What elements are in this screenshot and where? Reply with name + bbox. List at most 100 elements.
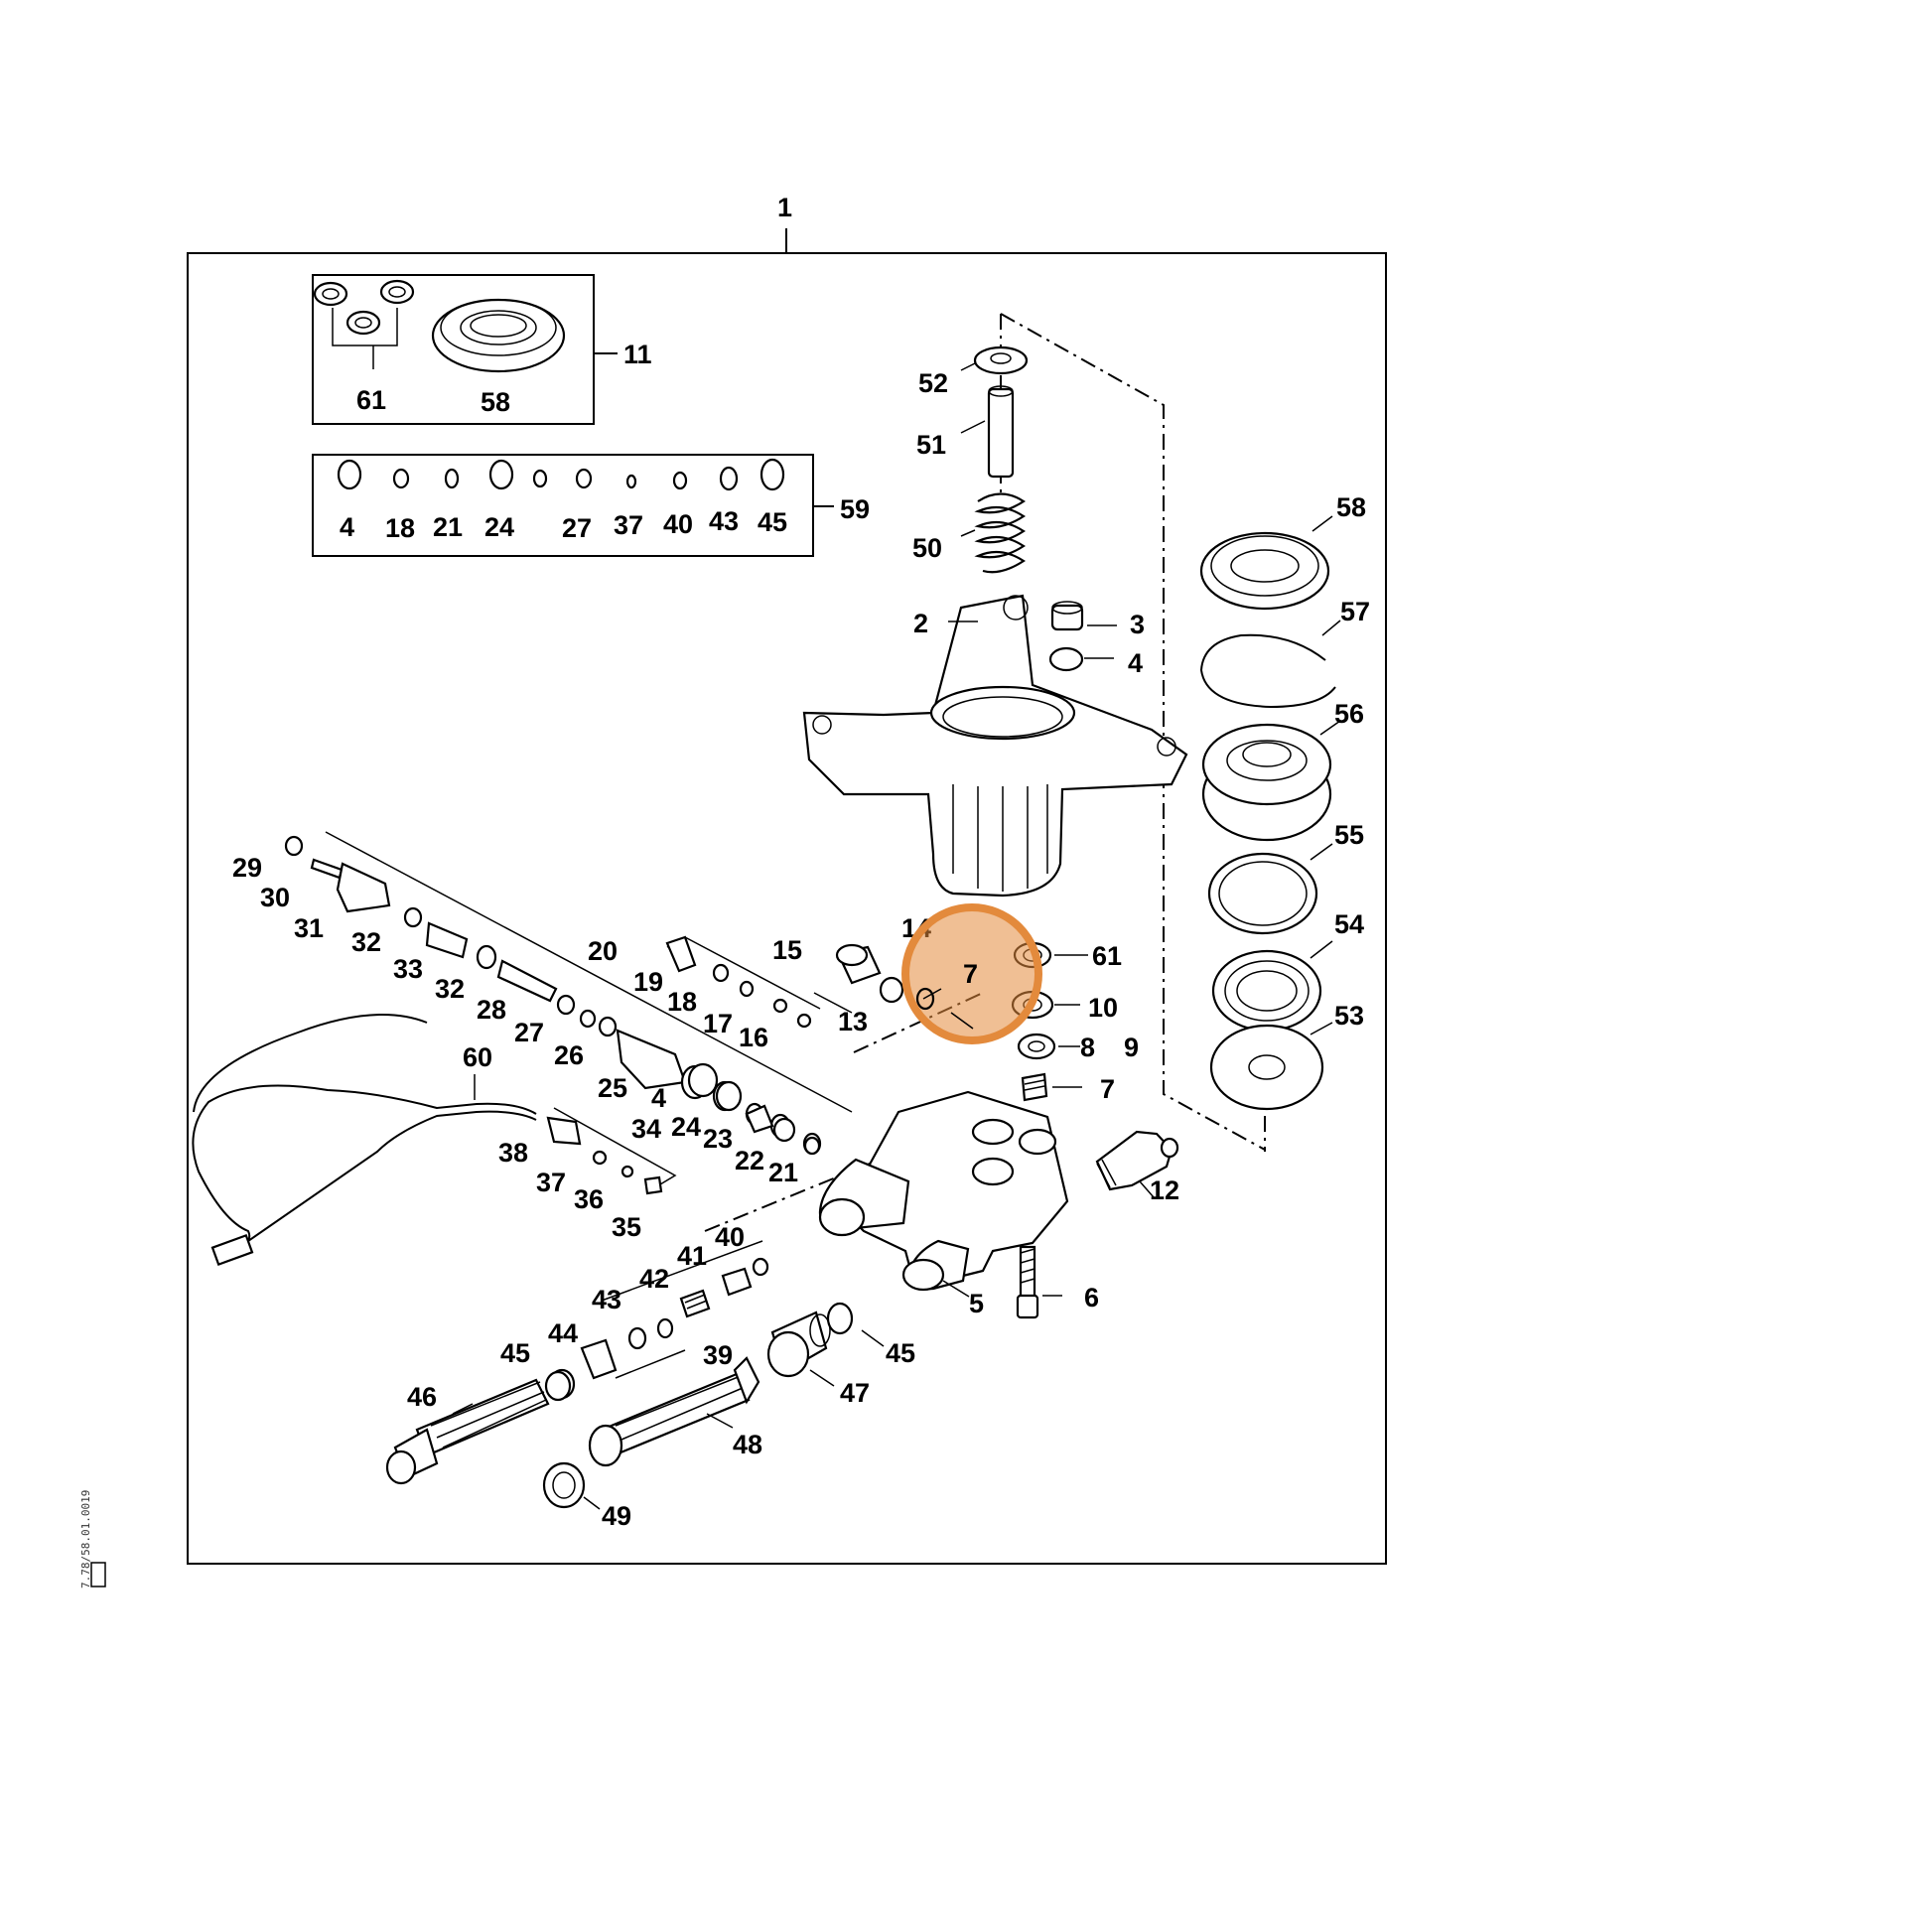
- label-28: 28: [477, 995, 506, 1025]
- pin-icon: [987, 385, 1015, 479]
- side-code: 7.78/58.01.0019: [79, 1490, 92, 1588]
- label-18: 18: [667, 987, 697, 1017]
- seal-ring-icon: [542, 1461, 586, 1509]
- label-24: 24: [671, 1112, 701, 1142]
- label-6: 6: [1084, 1283, 1099, 1312]
- kit-label-40: 40: [663, 509, 693, 539]
- kit-label-24: 24: [484, 512, 514, 542]
- unloader-parts-icon: [284, 835, 822, 1156]
- label-42: 42: [639, 1264, 669, 1294]
- label-60: 60: [463, 1042, 492, 1072]
- label-33: 33: [393, 954, 423, 984]
- elbow-fitting-icon: [1095, 1130, 1179, 1191]
- label-19: 19: [633, 967, 663, 997]
- valve-parts-icon: [687, 1062, 821, 1156]
- bolt-icon: [1016, 1245, 1039, 1319]
- label-61: 61: [356, 385, 386, 415]
- label-34: 34: [631, 1114, 661, 1144]
- label-40: 40: [715, 1222, 745, 1252]
- thrust-bearing-icon: [1211, 949, 1322, 1033]
- washer-icon: [1207, 852, 1318, 935]
- label-9: 9: [1124, 1033, 1139, 1062]
- seal-icon: [313, 279, 415, 336]
- label-32: 32: [351, 927, 381, 957]
- label-5: 5: [969, 1289, 984, 1318]
- hose-icon: [192, 1014, 537, 1267]
- injector-parts-icon: [546, 1116, 663, 1195]
- o-ring-icon: [1048, 646, 1084, 672]
- large-seal-icon: [431, 298, 566, 373]
- label-17: 17: [703, 1009, 733, 1038]
- label-15: 15: [772, 935, 802, 965]
- label-2: 2: [913, 609, 928, 638]
- label-56: 56: [1334, 699, 1364, 729]
- kit-label-37: 37: [614, 510, 643, 540]
- kit-label-21: 21: [433, 512, 463, 542]
- plug-icon: [1050, 601, 1084, 631]
- label-52: 52: [918, 368, 948, 398]
- plunger-icon: [588, 1356, 760, 1467]
- label-45: 45: [500, 1338, 530, 1368]
- kit-box-11: [312, 274, 595, 425]
- kit-label-45: 45: [758, 507, 787, 537]
- label-43: 43: [592, 1285, 621, 1314]
- label-59: 59: [840, 494, 870, 524]
- label-39: 39: [703, 1340, 733, 1370]
- label-55: 55: [1334, 820, 1364, 850]
- label-31: 31: [294, 913, 324, 943]
- label-36: 36: [574, 1184, 604, 1214]
- label-54: 54: [1334, 909, 1364, 939]
- label-38: 38: [498, 1138, 528, 1168]
- label-48: 48: [733, 1430, 762, 1459]
- label-44: 44: [548, 1318, 578, 1348]
- label-8: 8: [1080, 1033, 1095, 1062]
- label-41: 41: [677, 1241, 707, 1271]
- pump-head-icon: [818, 1090, 1069, 1292]
- label-29: 29: [232, 853, 262, 883]
- label-10: 10: [1088, 993, 1118, 1023]
- kit-label-18: 18: [385, 513, 415, 543]
- label-20: 20: [588, 936, 618, 966]
- label-30: 30: [260, 883, 290, 912]
- label-61-mid: 61: [1092, 941, 1122, 971]
- label-3: 3: [1130, 610, 1145, 639]
- crankcase-housing-icon: [802, 594, 1188, 897]
- highlight-marker[interactable]: 7: [901, 903, 1042, 1044]
- check-valve-icon: [835, 943, 904, 1004]
- label-37: 37: [536, 1168, 566, 1197]
- assembly-label: 1: [777, 193, 792, 222]
- snap-ring-icon: [1199, 633, 1336, 709]
- spring-icon: [974, 492, 1027, 574]
- label-25: 25: [598, 1073, 627, 1103]
- valve-spring-icon: [1021, 1072, 1048, 1102]
- label-53: 53: [1334, 1001, 1364, 1031]
- label-58: 58: [481, 387, 510, 417]
- o-ring-icon: [337, 458, 785, 491]
- label-27: 27: [514, 1018, 544, 1047]
- valve-parts-icon: [665, 935, 812, 1029]
- label-45-right: 45: [886, 1338, 915, 1368]
- label-4: 4: [1128, 648, 1143, 678]
- label-16: 16: [739, 1023, 768, 1052]
- label-32-b: 32: [435, 974, 465, 1004]
- highlight-label: 7: [963, 959, 978, 989]
- kit-label-43: 43: [709, 506, 739, 536]
- label-49: 49: [602, 1501, 631, 1531]
- bearing-icon: [1201, 723, 1332, 842]
- label-46: 46: [407, 1382, 437, 1412]
- sleeve-icon: [766, 1311, 831, 1378]
- oil-seal-icon: [1199, 531, 1330, 611]
- label-11: 11: [623, 340, 652, 369]
- thrust-washer-icon: [1209, 1024, 1324, 1111]
- label-51: 51: [916, 430, 946, 460]
- label-22: 22: [735, 1146, 764, 1175]
- label-35: 35: [612, 1212, 641, 1242]
- label-57: 57: [1340, 597, 1370, 626]
- retaining-clip-icon: [973, 345, 1029, 375]
- kit-label-4: 4: [340, 512, 354, 542]
- label-13: 13: [838, 1007, 868, 1036]
- side-code-box: [90, 1562, 106, 1587]
- label-26: 26: [554, 1040, 584, 1070]
- plunger-icon: [385, 1370, 572, 1485]
